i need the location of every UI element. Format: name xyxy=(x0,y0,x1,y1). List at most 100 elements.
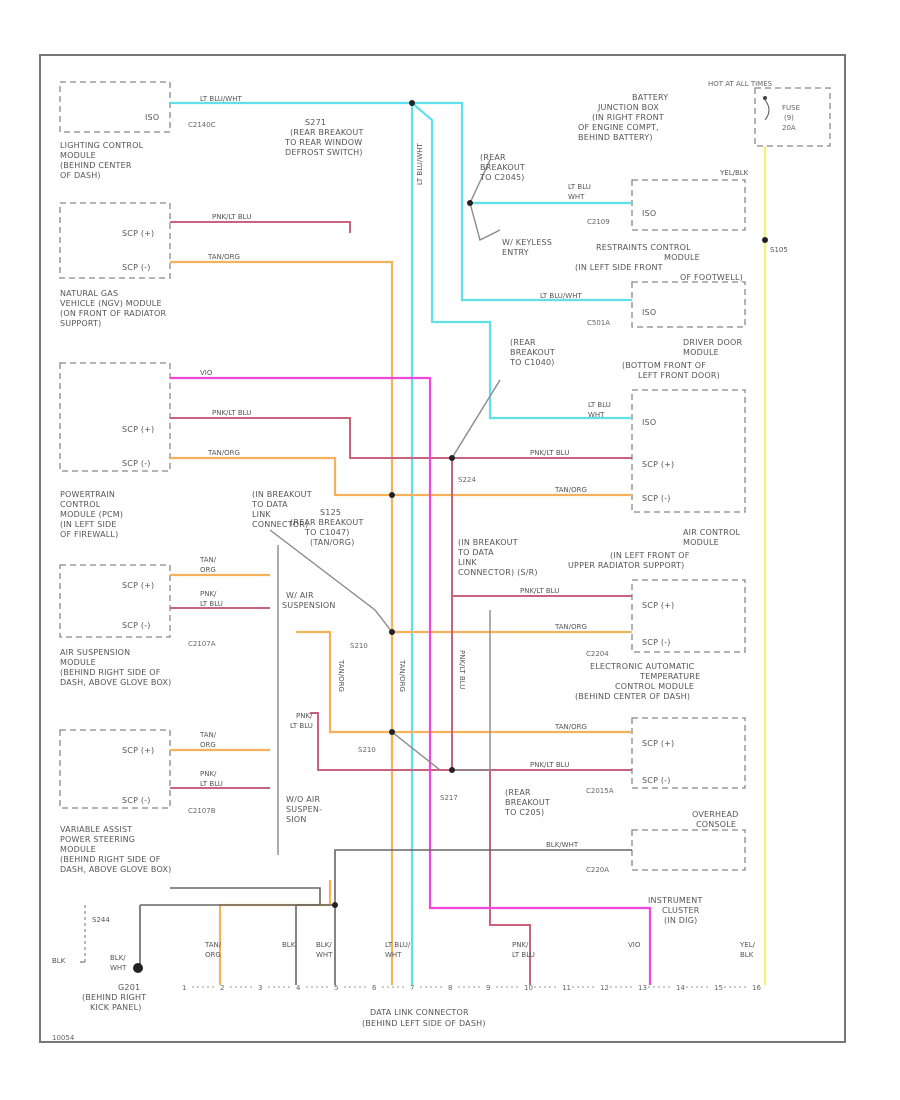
svg-text:W/O AIR: W/O AIR xyxy=(286,795,320,804)
svg-text:MODULE: MODULE xyxy=(60,658,96,667)
ground-symbol xyxy=(80,905,143,973)
lighting-connector: C2140C xyxy=(188,121,216,129)
svg-text:NATURAL GAS: NATURAL GAS xyxy=(60,289,118,298)
wire-pnk-ltblu-v2: PNK/ xyxy=(296,712,313,720)
svg-text:BEHIND BATTERY): BEHIND BATTERY) xyxy=(578,133,653,142)
footer-code: 10054 xyxy=(52,1034,75,1042)
svg-text:(BEHIND RIGHT SIDE OF: (BEHIND RIGHT SIDE OF xyxy=(60,668,161,677)
dlc-pin-14: 14 xyxy=(676,984,685,992)
splice-s210: S210 xyxy=(350,642,368,650)
splice-s217: S217 xyxy=(440,794,458,802)
svg-text:LIGHTING CONTROL: LIGHTING CONTROL xyxy=(60,141,144,150)
svg-text:ELECTRONIC AUTOMATIC: ELECTRONIC AUTOMATIC xyxy=(590,662,695,671)
splice-s224: S224 xyxy=(458,476,476,484)
svg-text:LEFT FRONT DOOR): LEFT FRONT DOOR) xyxy=(638,371,720,380)
wire-pnk-ltblu-air2: LT BLU xyxy=(200,600,223,608)
note-rear-defrost: S271 (REAR BREAKOUT TO REAR WINDOW DEFRO… xyxy=(284,118,363,157)
svg-text:(BEHIND CENTER OF DASH): (BEHIND CENTER OF DASH) xyxy=(575,692,690,701)
wire-ltblu-rest1b: WHT xyxy=(568,193,585,201)
wire-pnk-ltblu-vaps1: PNK/ xyxy=(200,770,217,778)
svg-text:(BEHIND CENTER: (BEHIND CENTER xyxy=(60,161,132,170)
eatc-module-box xyxy=(631,717,746,789)
dlc-wire-label-7: YEL/ xyxy=(739,941,756,949)
ground-wire: BLK xyxy=(52,957,66,965)
note-rear-c205: (REAR BREAKOUT TO C205) xyxy=(504,788,550,817)
driver-door-pin1: ISO xyxy=(642,418,656,427)
svg-text:CONNECTOR): CONNECTOR) xyxy=(252,520,308,529)
svg-text:(IN DIG): (IN DIG) xyxy=(664,916,697,925)
note-rear-c1047: S125 (REAR BREAKOUT TO C1047) (TAN/ORG) xyxy=(290,508,364,547)
eatc-pin1: SCP (+) xyxy=(642,739,674,748)
svg-text:(ON FRONT OF RADIATOR: (ON FRONT OF RADIATOR xyxy=(60,309,167,318)
air-susp-module-name: AIR SUSPENSION MODULE (BEHIND RIGHT SIDE… xyxy=(60,648,171,687)
wire-ltblu-vert: LT BLU/WHT xyxy=(416,143,424,185)
battery-junction-box-label: BATTERY JUNCTION BOX (IN RIGHT FRONT OF … xyxy=(578,93,668,142)
driver-door-pin2: SCP (+) xyxy=(642,460,674,469)
svg-text:(IN LEFT FRONT OF: (IN LEFT FRONT OF xyxy=(610,551,690,560)
dlc-wire-label-6: VIO xyxy=(628,941,641,949)
dlc-pin-3: 3 xyxy=(258,984,262,992)
dlc-pin-6: 6 xyxy=(372,984,377,992)
restraints-conn1: C2109 xyxy=(587,218,610,226)
lighting-control-module-box xyxy=(59,81,171,133)
lighting-module-name: LIGHTING CONTROL MODULE (BEHIND CENTER O… xyxy=(60,141,144,180)
dlc-pin-1: 1 xyxy=(182,984,186,992)
wire-ltblu-rest2: LT BLU/WHT xyxy=(540,292,582,300)
dlc-wire-label-4: WHT xyxy=(385,951,402,959)
dlc-pin-12: 12 xyxy=(600,984,609,992)
svg-text:MODULE: MODULE xyxy=(683,538,719,547)
restraints-conn2: C501A xyxy=(587,319,610,327)
driver-door-module-name: DRIVER DOOR MODULE (BOTTOM FRONT OF LEFT… xyxy=(622,338,742,380)
svg-text:DATA LINK CONNECTOR: DATA LINK CONNECTOR xyxy=(370,1008,469,1017)
dlc-wire-label-7: BLK xyxy=(740,951,754,959)
svg-text:(REAR BREAKOUT: (REAR BREAKOUT xyxy=(290,518,364,527)
svg-text:FUSE: FUSE xyxy=(782,104,800,112)
splice-s210b: S210 xyxy=(358,746,376,754)
svg-text:UPPER RADIATOR SUPPORT): UPPER RADIATOR SUPPORT) xyxy=(568,561,685,570)
svg-text:MODULE: MODULE xyxy=(60,151,96,160)
dlc-wire-label-3: BLK/ xyxy=(316,941,332,949)
driver-door-module-box xyxy=(631,389,746,513)
svg-text:CONTROL: CONTROL xyxy=(60,500,101,509)
ground-wire2: BLK/ xyxy=(110,954,126,962)
wire-ltblu-wht-top: LT BLU/WHT xyxy=(200,95,242,103)
dlc-pin-11: 11 xyxy=(562,984,571,992)
vaps-pin2: SCP (-) xyxy=(122,796,151,805)
svg-text:(BOTTOM FRONT OF: (BOTTOM FRONT OF xyxy=(622,361,706,370)
svg-text:W/ KEYLESS: W/ KEYLESS xyxy=(502,238,552,247)
svg-text:BREAKOUT: BREAKOUT xyxy=(480,163,525,172)
dlc-title: DATA LINK CONNECTOR (BEHIND LEFT SIDE OF… xyxy=(362,1008,486,1028)
driver-door-pin3: SCP (-) xyxy=(642,494,671,503)
wire-blkwht-ovh: BLK/WHT xyxy=(546,841,579,849)
ngv-module-name: NATURAL GAS VEHICLE (NGV) MODULE (ON FRO… xyxy=(60,289,167,328)
ground-splice: S244 xyxy=(92,916,110,924)
air-suspension-module-box xyxy=(59,564,171,638)
wire-tan-org-v1: TAN/ORG xyxy=(337,659,345,692)
ground-label: G201 xyxy=(118,983,140,992)
dlc-pin-4: 4 xyxy=(296,984,301,992)
ngv-module-box xyxy=(59,202,171,279)
overhead-console-name: OVERHEAD CONSOLE xyxy=(692,810,739,829)
diagram-frame xyxy=(39,54,846,1043)
wire-pnk-ltblu-pcm: PNK/LT BLU xyxy=(212,409,251,417)
svg-text:TEMPERATURE: TEMPERATURE xyxy=(639,672,700,681)
blk-wht-wires xyxy=(139,849,632,985)
svg-text:(BEHIND LEFT SIDE OF DASH): (BEHIND LEFT SIDE OF DASH) xyxy=(362,1019,486,1028)
wire-vio-pcm: VIO xyxy=(200,369,213,377)
svg-text:MODULE (PCM): MODULE (PCM) xyxy=(60,510,123,519)
restraints-upper-box xyxy=(631,179,746,231)
ground-desc-2: KICK PANEL) xyxy=(90,1003,142,1012)
note-breakout-dlc2: (IN BREAKOUT TO DATA LINK CONNECTOR) (S/… xyxy=(457,538,537,577)
wire-ltblu-door1: LT BLU xyxy=(588,401,611,409)
dlc-wire-label-1: TAN/ xyxy=(204,941,222,949)
svg-text:(IN RIGHT FRONT: (IN RIGHT FRONT xyxy=(592,113,664,122)
svg-text:OVERHEAD: OVERHEAD xyxy=(692,810,739,819)
dlc-pin-10: 10 xyxy=(524,984,533,992)
ltblu-wht-wires xyxy=(170,101,632,985)
svg-text:TO C205): TO C205) xyxy=(504,808,544,817)
tan-org-wires xyxy=(170,260,632,985)
svg-text:BREAKOUT: BREAKOUT xyxy=(510,348,555,357)
note-w-air: W/ AIR SUSPENSION xyxy=(282,591,335,610)
svg-text:TO C2045): TO C2045) xyxy=(479,173,525,182)
